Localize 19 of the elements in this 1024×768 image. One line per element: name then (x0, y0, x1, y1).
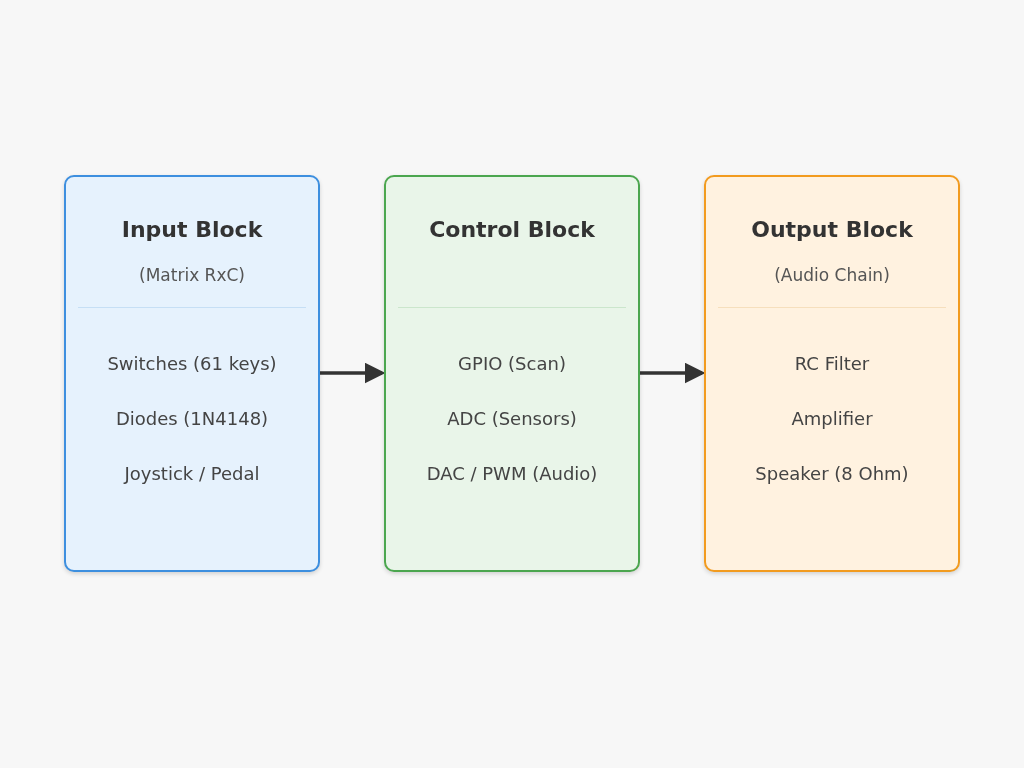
component-item: Amplifier (790, 408, 874, 429)
component-item: Switches (61 keys) (106, 353, 278, 374)
block-title: Output Block (750, 217, 914, 242)
block-card (384, 175, 640, 572)
block-title: Control Block (428, 217, 596, 242)
component-item: ADC (Sensors) (446, 408, 578, 429)
block-card (704, 175, 960, 572)
block-title: Input Block (120, 217, 264, 242)
arrow (640, 362, 706, 384)
arrow (320, 362, 386, 384)
block-subtitle: (Matrix RxC) (138, 265, 246, 285)
component-item: GPIO (Scan) (457, 353, 567, 374)
block-card (64, 175, 320, 572)
block-subtitle: (Audio Chain) (773, 265, 891, 285)
component-item: Joystick / Pedal (122, 463, 261, 484)
component-item: Diodes (1N4148) (114, 408, 270, 429)
component-item: Speaker (8 Ohm) (754, 463, 910, 484)
component-item: DAC / PWM (Audio) (425, 463, 599, 484)
component-item: RC Filter (793, 353, 871, 374)
